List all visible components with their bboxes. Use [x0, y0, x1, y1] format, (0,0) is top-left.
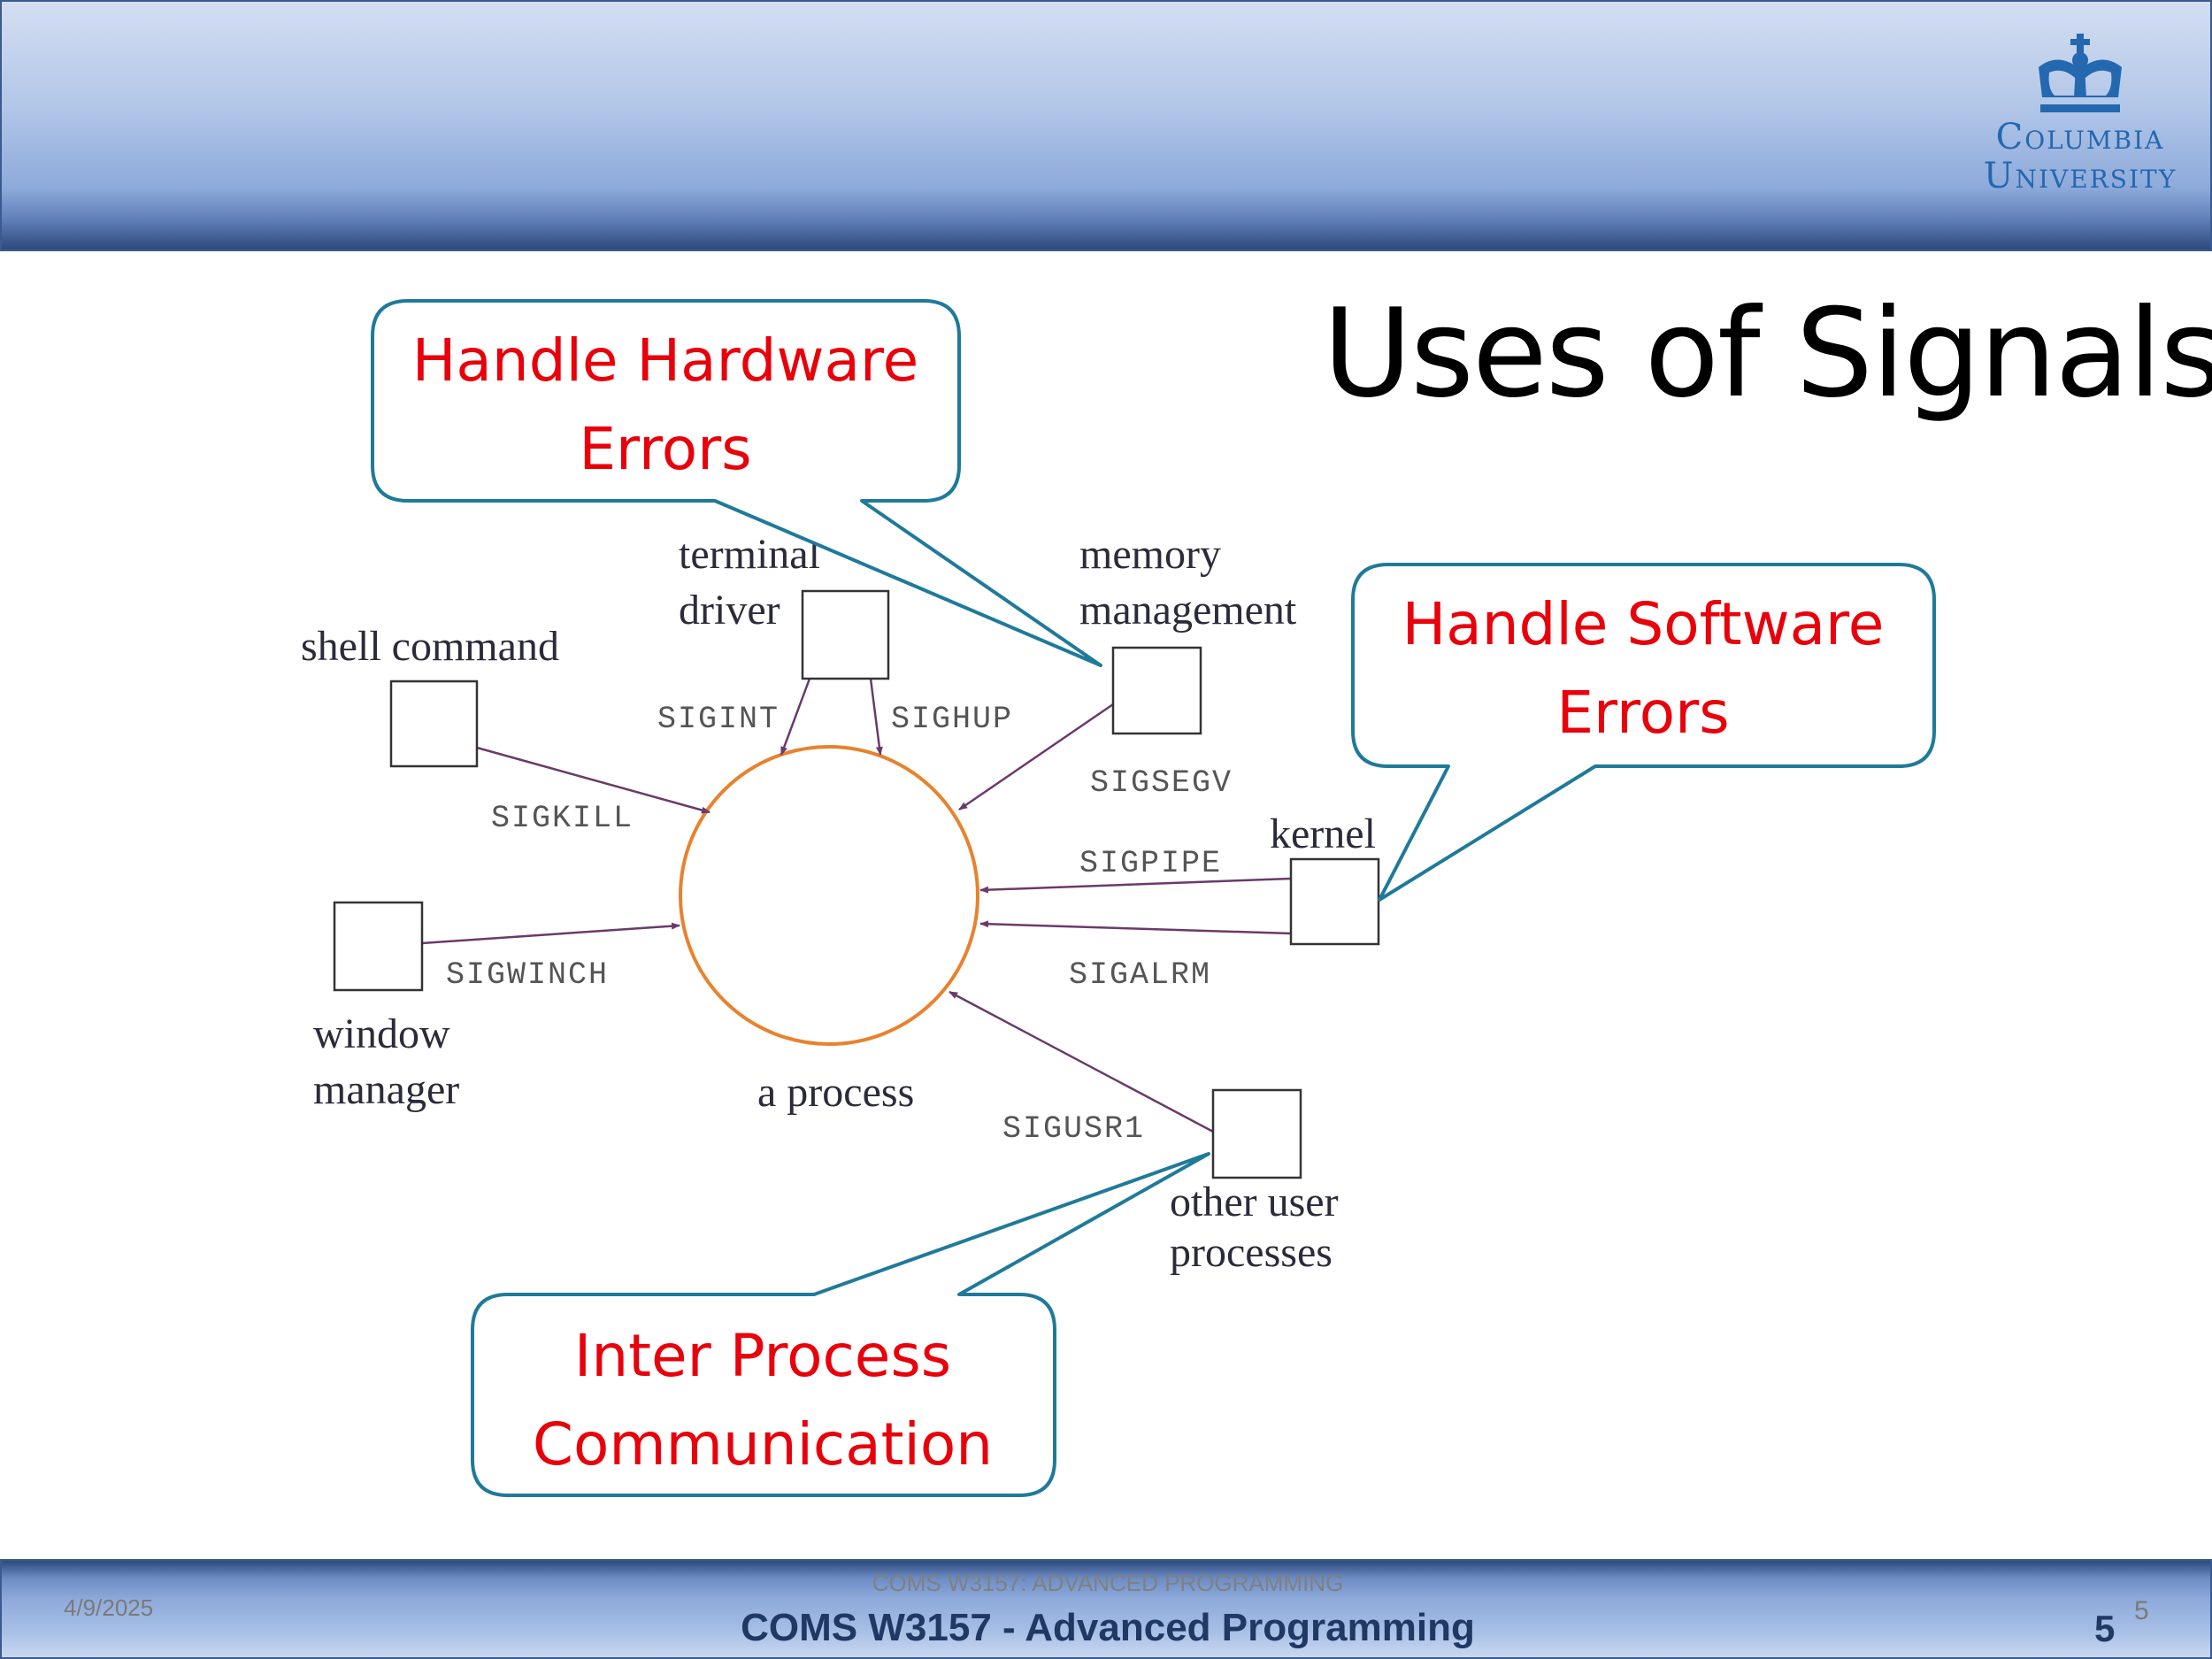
label-a-process: a process: [757, 1069, 914, 1116]
arrow-sigwinch: [421, 922, 680, 945]
label-memory: memory: [1079, 531, 1221, 578]
crown-icon: [2039, 34, 2122, 112]
footer-course: COMS W3157 - Advanced Programming: [741, 1606, 1475, 1649]
label-other-user: other user: [1170, 1179, 1339, 1225]
terminal-driver-box: [801, 589, 890, 680]
footer-banner: 4/9/2025 COMS W3157: ADVANCED PROGRAMMIN…: [0, 1559, 2212, 1659]
shell-command-box: [389, 680, 479, 768]
callout-ipc-line1: Inter Process: [574, 1322, 951, 1390]
footer-slide-number: 5: [2134, 1596, 2149, 1625]
signal-sigpipe: SIGPIPE: [1079, 846, 1222, 881]
arrow-sigint: [780, 678, 811, 756]
callout-software-line1: Handle Software: [1402, 590, 1885, 658]
signal-sigsegv: SIGSEGV: [1090, 765, 1233, 801]
callout-ipc-line2: Communication: [533, 1410, 993, 1479]
callout-hardware-line1: Handle Hardware: [412, 326, 918, 395]
logo-line-2: University: [1983, 156, 2177, 196]
arrow-sigusr1: [949, 990, 1214, 1133]
arrow-sigkill: [476, 746, 710, 814]
callout-ipc: [471, 1152, 1210, 1497]
signal-sighup: SIGHUP: [891, 702, 1013, 737]
label-management: management: [1079, 587, 1297, 634]
arrow-sighup: [869, 678, 883, 756]
columbia-logo: Columbia University: [1961, 34, 2200, 211]
label-terminal: terminal: [679, 531, 820, 578]
label-kernel: kernel: [1270, 810, 1376, 857]
other-user-processes-box: [1211, 1088, 1302, 1179]
label-manager: manager: [313, 1066, 459, 1113]
signal-sigint: SIGINT: [657, 702, 780, 737]
signal-sigalrm: SIGALRM: [1069, 957, 1211, 993]
footer-date: 4/9/2025: [64, 1594, 154, 1621]
logo-line-1: Columbia: [1995, 117, 2165, 157]
signal-sigwinch: SIGWINCH: [446, 957, 609, 993]
header-banner: Columbia University: [0, 0, 2212, 251]
label-shell-command: shell command: [301, 623, 559, 670]
footer-page-number: 5: [2094, 1608, 2116, 1649]
process-circle: [679, 745, 979, 1046]
callout-hardware-line2: Errors: [579, 415, 751, 483]
footer-course-gray: COMS W3157: ADVANCED PROGRAMMING: [872, 1570, 1344, 1596]
slide-title: Uses of Signals: [1323, 282, 2212, 425]
window-manager-box: [333, 901, 424, 992]
arrow-sigpipe: [979, 877, 1292, 894]
memory-management-box: [1111, 646, 1202, 735]
signal-sigkill: SIGKILL: [491, 801, 634, 836]
callout-hardware-errors: [371, 299, 1102, 667]
label-driver: driver: [679, 587, 780, 634]
kernel-box: [1289, 857, 1380, 946]
label-window: window: [313, 1010, 450, 1057]
callout-software-line2: Errors: [1556, 679, 1729, 747]
callout-software-errors: [1351, 563, 1936, 902]
arrow-sigsegv: [958, 703, 1114, 811]
arrow-sigalrm: [979, 920, 1292, 935]
label-processes: processes: [1170, 1229, 1333, 1276]
signal-sigusr1: SIGUSR1: [1002, 1111, 1145, 1147]
